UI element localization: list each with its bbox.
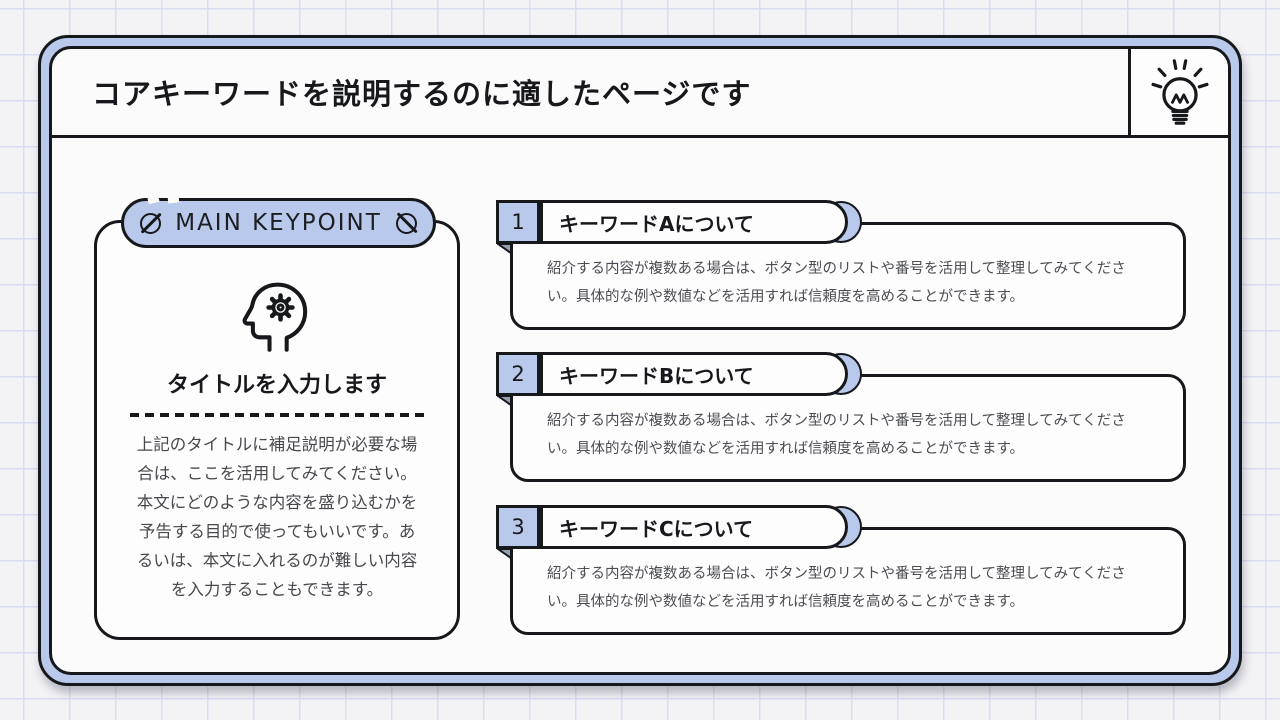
page-title: コアキーワードを説明するのに適したページです	[92, 77, 752, 111]
main-keypoint-badge: MAIN KEYPOINT	[121, 195, 436, 248]
item-title-bar: キーワードBについて	[540, 352, 848, 396]
item-body-text: 紹介する内容が複数ある場合は、ボタン型のリストや番号を活用して整理してみてくださ…	[547, 566, 1126, 610]
main-keypoint-card: MAIN KEYPOINT タイトルを入力します	[94, 195, 460, 640]
item-title: キーワードCについて	[559, 516, 754, 541]
screw-icon	[140, 212, 161, 234]
slide-inner: コアキーワードを説明するのに適したページです	[49, 46, 1231, 675]
item-number-badge: 3	[496, 505, 540, 549]
item-body-text: 紹介する内容が複数ある場合は、ボタン型のリストや番号を活用して整理してみてくださ…	[547, 413, 1126, 457]
keyword-item: 紹介する内容が複数ある場合は、ボタン型のリストや番号を活用して整理してみてくださ…	[496, 505, 1186, 637]
left-card-title: タイトルを入力します	[166, 373, 387, 398]
pill-dash-accent	[167, 196, 180, 204]
item-title: キーワードAについて	[559, 211, 754, 236]
item-title-bar: キーワードAについて	[540, 200, 848, 244]
header: コアキーワードを説明するのに適したページです	[52, 49, 1228, 138]
item-title-bar: キーワードCについて	[540, 505, 848, 549]
item-number-badge: 2	[496, 352, 540, 396]
item-number-badge: 1	[496, 200, 540, 244]
dashed-divider	[130, 413, 424, 417]
item-body-text: 紹介する内容が複数ある場合は、ボタン型のリストや番号を活用して整理してみてくださ…	[547, 261, 1126, 305]
header-icon-cell	[1128, 49, 1228, 135]
left-card-body: 上記のタイトルに補足説明が必要な場 合は、ここを活用してみてください。 本文にど…	[136, 434, 418, 599]
keyword-item: 紹介する内容が複数ある場合は、ボタン型のリストや番号を活用して整理してみてくださ…	[496, 200, 1186, 332]
main-keypoint-label: MAIN KEYPOINT	[175, 210, 382, 236]
lightbulb-icon	[1150, 59, 1209, 125]
screw-icon	[396, 212, 417, 234]
pill-dash-accent	[147, 195, 160, 205]
item-title: キーワードBについて	[559, 363, 754, 388]
head-gear-icon	[97, 263, 457, 359]
slide-frame: コアキーワードを説明するのに適したページです	[38, 35, 1242, 686]
keyword-item: 紹介する内容が複数ある場合は、ボタン型のリストや番号を活用して整理してみてくださ…	[496, 352, 1186, 484]
